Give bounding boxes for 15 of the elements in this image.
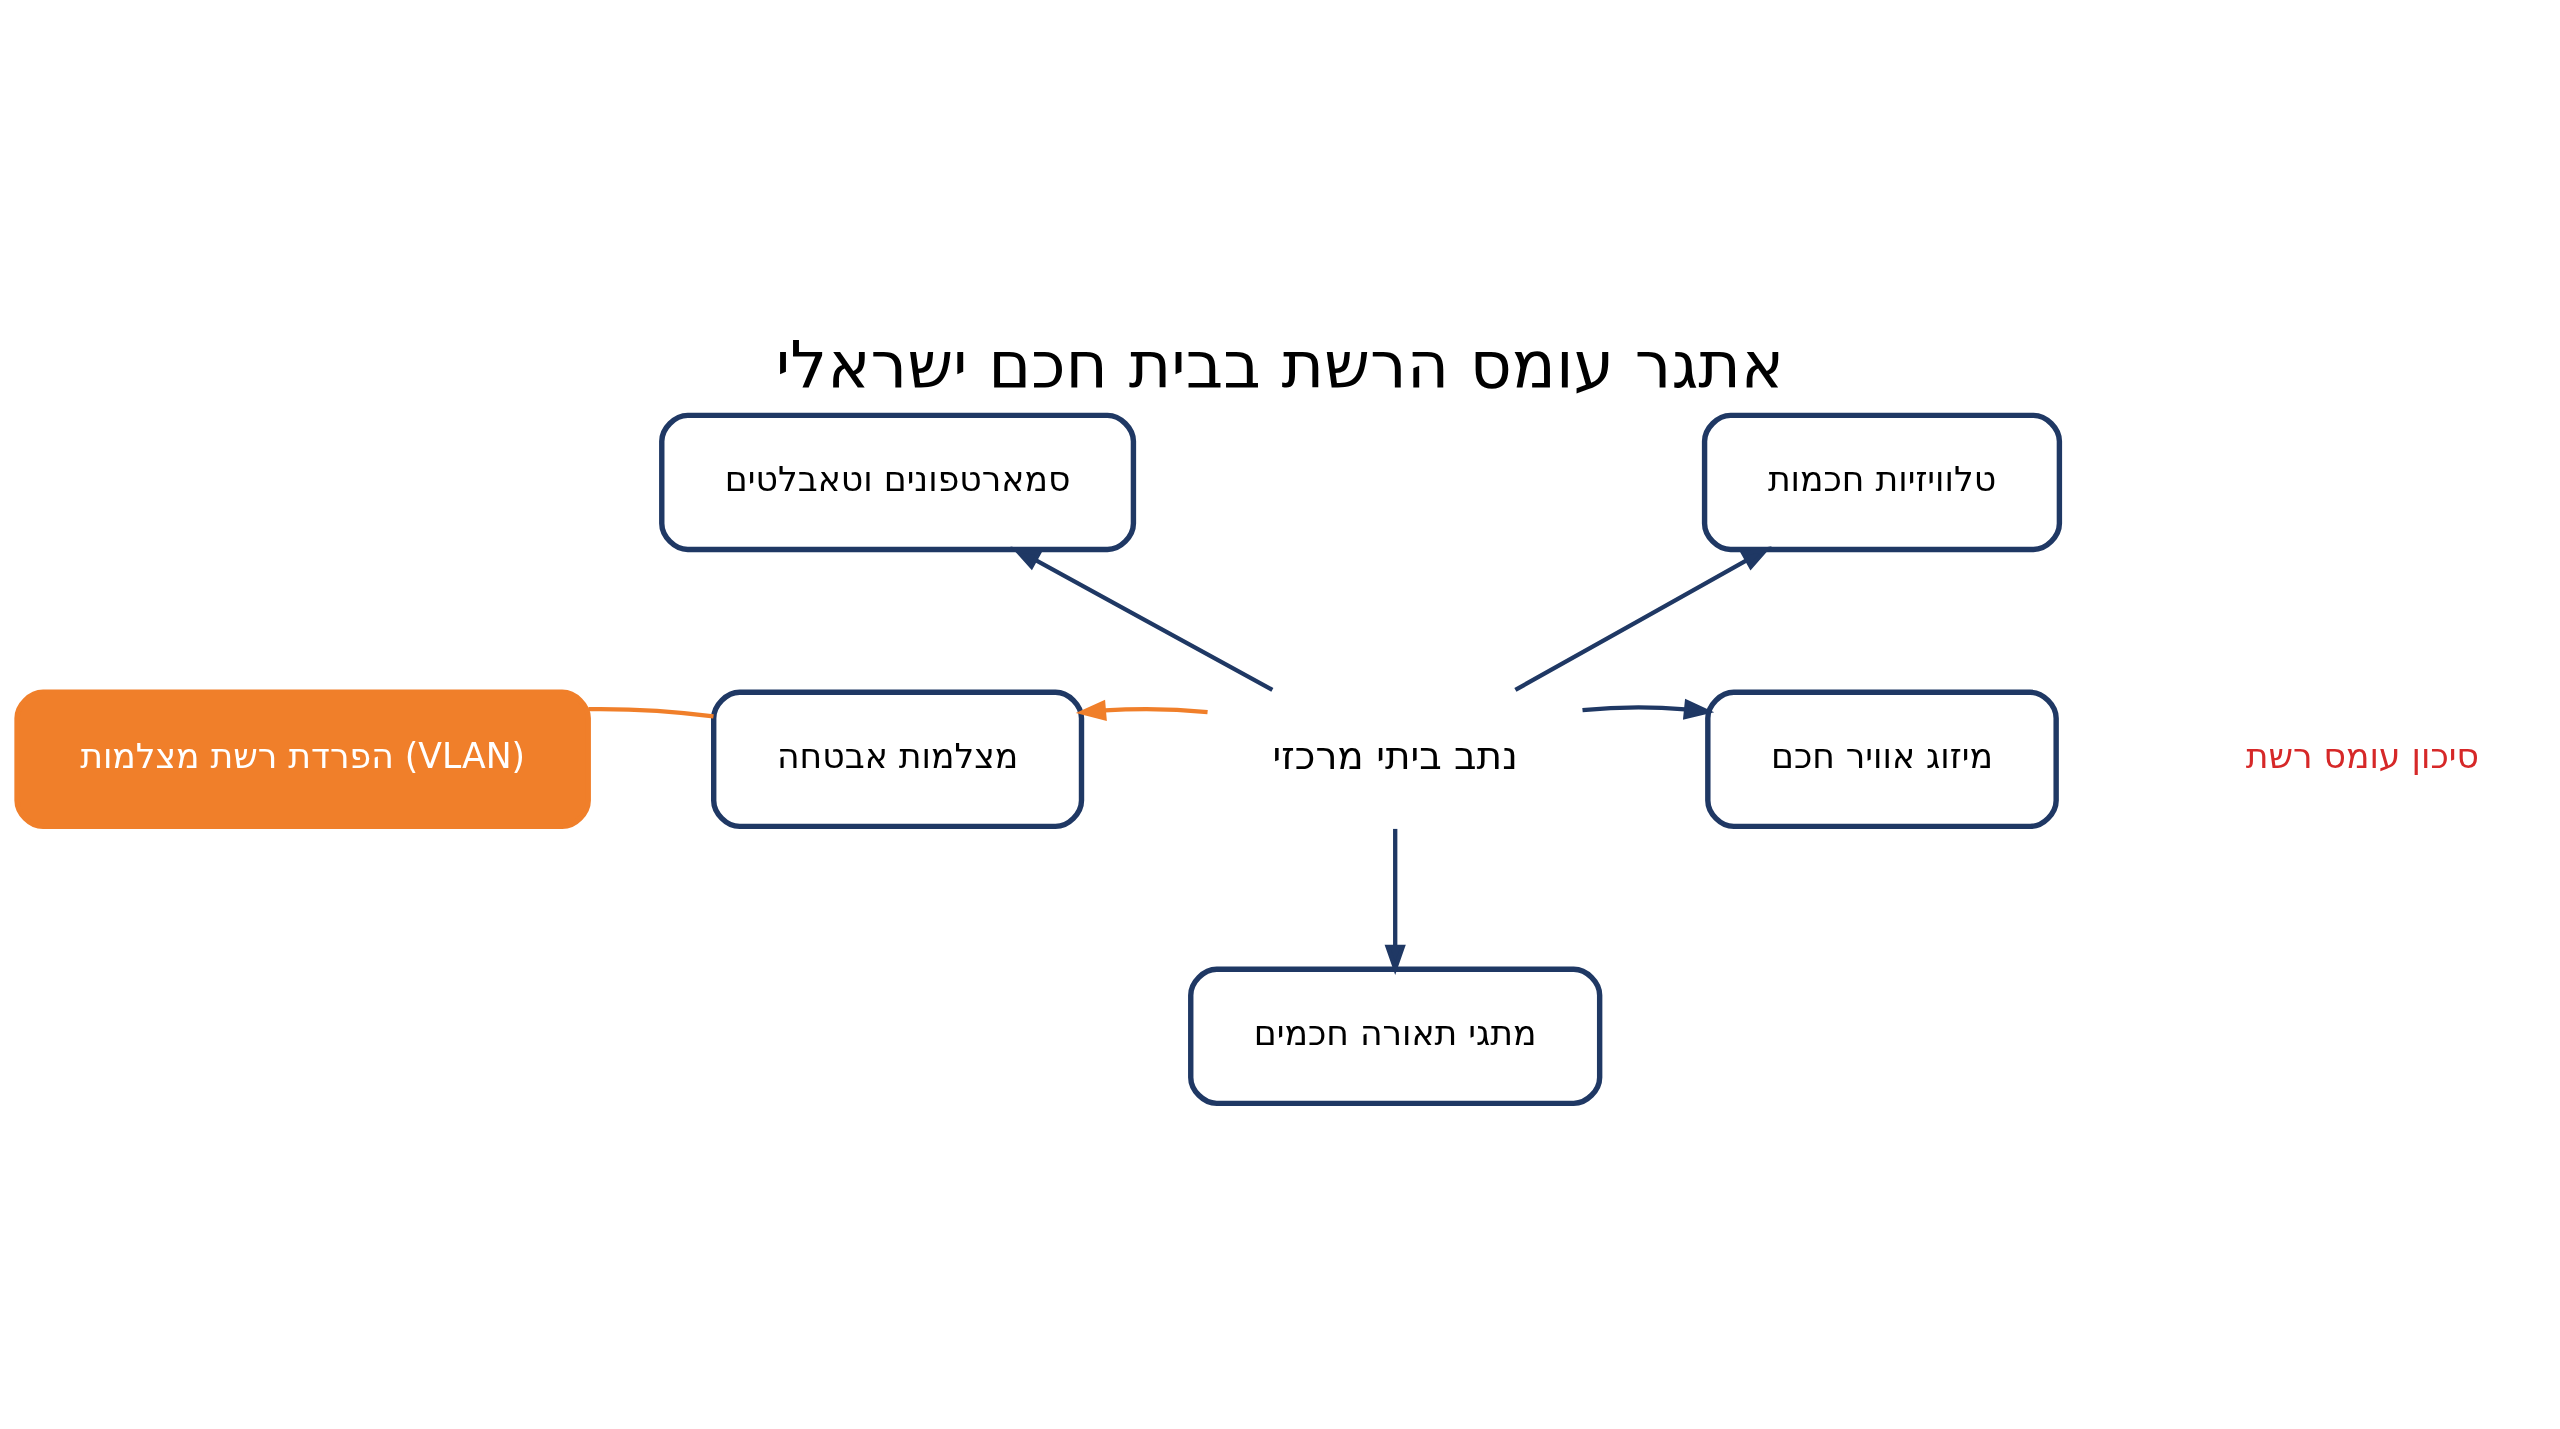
node-box: מתגי תאורה חכמים — [1188, 966, 1603, 1106]
node-box: טלוויזיות חכמות — [1701, 412, 2063, 552]
arrow — [1010, 545, 1274, 692]
diagram-title: אתגר עומס הרשת בבית חכם ישראלי — [775, 326, 1785, 402]
arrow — [1384, 828, 1406, 975]
node-box: סמארטפונים וטאבלטים — [659, 412, 1137, 552]
node-box: מצלמות אבטחה — [711, 689, 1085, 829]
arrow — [1582, 698, 1715, 720]
arrow — [1514, 545, 1772, 692]
node-box: מיזוג אוויר חכם — [1705, 689, 2059, 829]
node-text: נתב ביתי מרכזי — [1272, 732, 1518, 778]
node-box: הפרדת רשת מצלמות (VLAN) — [14, 689, 591, 829]
legend-label: סיכון עומס רשת — [2245, 735, 2479, 776]
arrow — [1075, 699, 1208, 721]
connector — [588, 706, 714, 718]
